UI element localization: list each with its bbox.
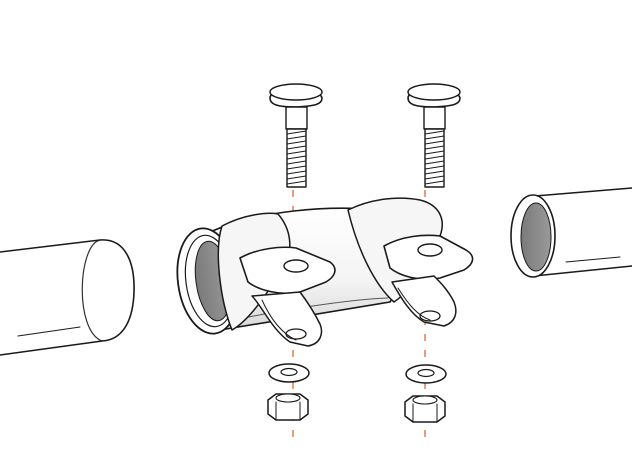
left-exhaust-pipe: [0, 239, 135, 356]
right-exhaust-pipe: [510, 187, 632, 278]
right-clamp-bolt-hole: [417, 243, 443, 257]
right-pipe-interior: [520, 202, 552, 272]
right-carriage-bolt: [407, 83, 461, 188]
left-clamp-band: [217, 212, 336, 347]
right-bolt-threads: [424, 130, 445, 185]
left-carriage-bolt: [269, 83, 323, 188]
right-washer: [405, 364, 447, 384]
left-bolt-threads: [286, 130, 307, 185]
right-clamp-band: [347, 197, 474, 327]
right-hex-nut: [404, 395, 446, 423]
left-washer: [268, 363, 310, 383]
left-clamp-bolt-hole: [283, 259, 309, 273]
left-hex-nut: [267, 393, 309, 421]
